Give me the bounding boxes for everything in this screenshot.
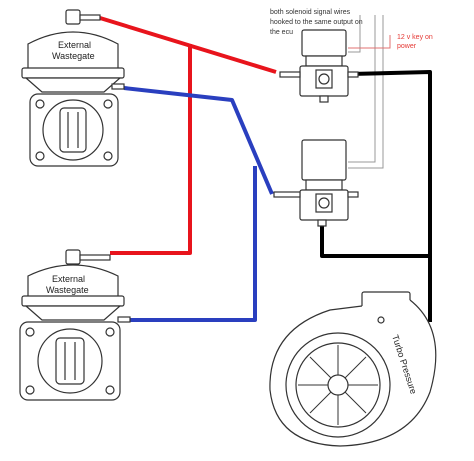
wastegate-top-label-line-1: External [58,40,91,50]
solenoid-note-line-3: the ecu [270,29,293,36]
black-boost-line [320,70,432,322]
solenoid-note-line-2: hooked to the same output on [270,19,363,26]
wastegate-bottom-label-line-2: Wastegate [46,285,89,295]
power-note: 12 v key on power [397,34,433,50]
power-note-line-1: 12 v key on [397,34,433,41]
wastegate-top [21,9,125,167]
solenoid-top [279,29,359,103]
solenoid-bottom [273,139,359,227]
power-note-line-2: power [397,43,417,50]
solenoid-note: both solenoid signal wires hooked to the… [270,9,363,36]
turbo-compressor [269,291,437,447]
blue-pressure-line [123,86,274,322]
wastegate-top-label-line-2: Wastegate [52,51,95,61]
wastegate-bottom [19,249,131,401]
red-pressure-line [99,16,277,255]
solenoid-note-line-1: both solenoid signal wires [270,9,351,16]
wastegate-bottom-label-line-1: External [52,274,85,284]
signal-wires [348,15,391,169]
